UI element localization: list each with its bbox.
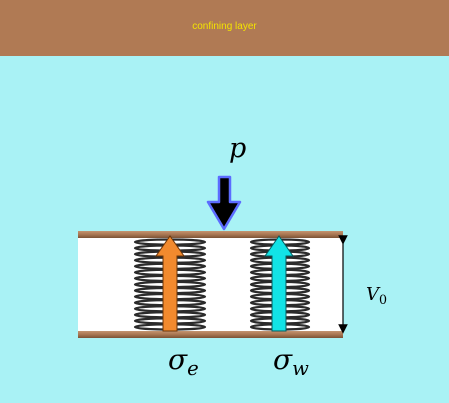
load-arrow <box>206 175 242 231</box>
confining-layer-label: confining layer <box>192 21 257 32</box>
effective-stress-arrow <box>155 235 185 332</box>
water-pressure-arrow <box>264 235 294 332</box>
upper-plate <box>78 231 343 238</box>
load-symbol-text: p <box>229 133 247 164</box>
load-symbol: p <box>229 135 246 162</box>
volume-symbol-text: V <box>366 284 379 305</box>
water-pressure-symbol-text: σ <box>273 343 293 376</box>
water-pressure-subscript: w <box>292 357 309 381</box>
effective-stress-symbol-text: σ <box>168 343 188 376</box>
lower-plate <box>78 331 343 338</box>
effective-stress-subscript: e <box>187 357 199 381</box>
volume-subscript: 0 <box>379 292 388 308</box>
confining-layer: confining layer <box>0 0 449 56</box>
effective-stress-symbol: σe <box>168 343 199 379</box>
water-pressure-symbol: σw <box>273 343 309 379</box>
volume-symbol: V0 <box>366 284 388 308</box>
